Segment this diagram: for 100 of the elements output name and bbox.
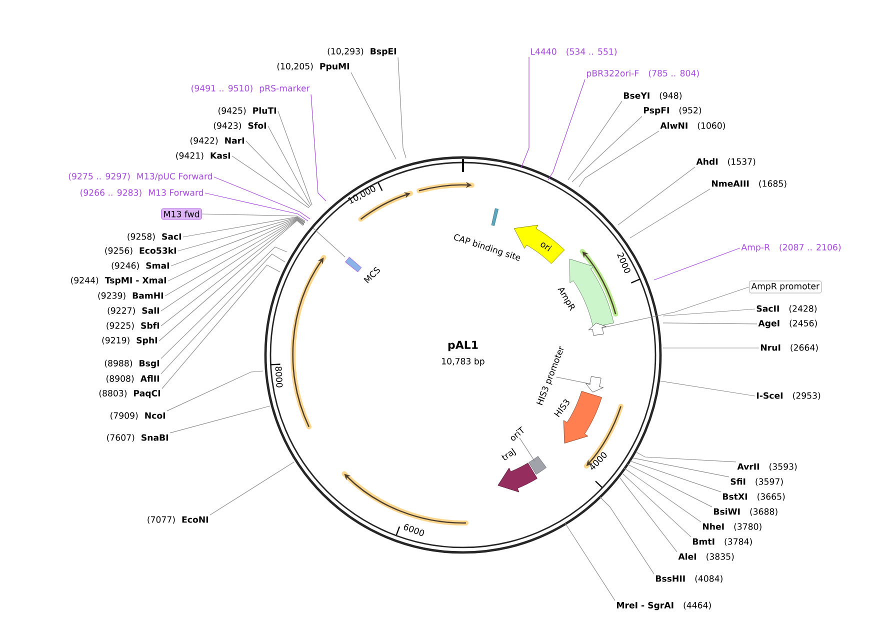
enzyme-site-label: (9423) SfoI [214,122,266,130]
enzyme-site-label: BstXI (3665) [722,493,785,501]
enzyme-site-label: (9225) SbfI [106,322,159,330]
enzyme-site-label: AvrII (3593) [737,463,797,471]
tick-label: 2000 [617,252,630,273]
enzyme-site-label: BssHII (4084) [656,575,722,583]
enzyme-site-label: AhdI (1537) [696,158,756,166]
feature-label-box: M13 fwd [161,208,202,220]
leader-line [556,376,592,384]
enzyme-site-label: (8908) AflII [106,375,159,383]
enzyme-site-label: NmeAIII (1685) [712,180,786,188]
enzyme-site-label: PspFI (952) [644,106,702,116]
enzyme-site-label: NruI (2664) [760,344,818,352]
enzyme-site-label: (10,293) BspEI [328,48,396,56]
enzyme-site-label: BsiWI (3688) [714,508,778,516]
promoter-arrow [588,322,606,336]
leader-line [268,126,312,206]
leader-line [202,214,306,222]
plasmid-size: 10,783 bp [442,358,484,366]
enzyme-site-label: AlwNI (1060) [660,122,725,130]
leader-line [660,380,756,396]
leader-line [170,406,270,434]
leader-line [246,140,310,208]
leader-line [312,228,346,258]
leader-line [160,246,288,359]
leader-line [310,94,326,202]
leader-line [578,130,660,188]
enzyme-site-label: SacII (2428) [756,305,817,313]
enzyme-site-label: (9256) Eco53kI [105,247,176,255]
leader-line [166,370,264,412]
enzyme-site-label: (9219) SphI [102,336,157,346]
leader-line [632,458,730,478]
primer-label: (9491 .. 9510) pRS-marker [192,84,310,94]
enzyme-site-label: (9239) BamHI [98,292,163,300]
leader-line [622,474,692,538]
leader-line [519,438,536,462]
enzyme-site-label: (7077) EcoNI [148,516,208,524]
tick-label: 8000 [275,366,283,388]
enzyme-site-label: SfiI (3597) [730,478,783,486]
leader-line [572,116,642,182]
enzyme-site-label: (7909) NcoI [110,412,165,420]
promoter-arrow [585,376,604,392]
leader-line [164,218,304,296]
enzyme-site-label: I-SceI (2953) [756,392,820,400]
plasmid-name: pAL1 [448,340,478,352]
leader-line [178,217,306,252]
enzyme-site-label: AgeI (2456) [758,320,817,328]
feature-box [528,456,547,475]
leader-line [618,166,696,226]
leader-line [654,248,740,280]
primer-label: (9275 .. 9297) M13/pUC Forward [68,172,212,182]
leader-line [630,460,722,492]
leader-line [620,478,678,552]
leader-line [210,462,294,516]
leader-line [600,496,654,574]
enzyme-site-label: (8803) PaqCI [99,390,160,398]
leader-line [350,72,396,160]
leader-line [232,156,310,208]
leader-line [170,218,306,266]
enzyme-site-label: (9422) NarI [190,137,244,145]
primer-label: Amp-R (2087 .. 2106) [741,244,841,252]
enzyme-site-label: (9421) KasI [176,152,230,160]
primer-label: pBR322ori-F (785 .. 804) [586,70,699,78]
leader-line [662,322,758,324]
enzyme-site-label: NheI (3780) [702,523,762,531]
enzyme-site-label: (9227) SalI [108,307,159,315]
leader-line [168,218,304,282]
leader-line [162,264,280,389]
enzyme-site-label: (9244) TspMI - XmaI [71,276,166,286]
leader-line [630,188,710,238]
feature-label: ori [540,242,552,252]
leader-line [568,100,622,180]
enzyme-site-label: (9425) PluTI [218,107,276,115]
leader-line [204,192,308,222]
enzyme-site-label: (9258) SacI [128,233,181,241]
primer-label: L4440 (534 .. 551) [531,48,616,56]
leader-line [662,308,756,316]
leader-line [636,452,736,462]
leader-line [600,286,750,328]
feature-label: oriT [510,426,524,441]
leader-line [182,216,306,238]
enzyme-site-label: (7607) SnaBI [107,434,168,442]
tick-label: 6000 [404,524,424,536]
leader-line [160,254,286,374]
enzyme-site-label: (8988) BsgI [104,360,159,368]
leader-line [548,79,586,180]
enzyme-site-label: BseYI (948) [624,92,682,100]
enzyme-site-label: (9246) SmaI [112,262,169,270]
enzyme-site-label: BmtI (3784) [692,538,752,546]
leader-line [398,57,406,158]
leader-line [626,464,712,508]
enzyme-site-label: AleI (3835) [678,553,734,561]
leader-line [278,110,312,206]
leader-line [520,56,530,168]
leader-line [624,468,702,522]
enzyme-site-label: (10,205) PpuMI [277,62,349,72]
enzyme-site-label: MreI - SgrAI (4464) [616,602,711,610]
feature-label-box: AmpR promoter [749,280,822,294]
leader-line [214,176,310,220]
primer-label: (9266 .. 9283) M13 Forward [80,189,204,197]
